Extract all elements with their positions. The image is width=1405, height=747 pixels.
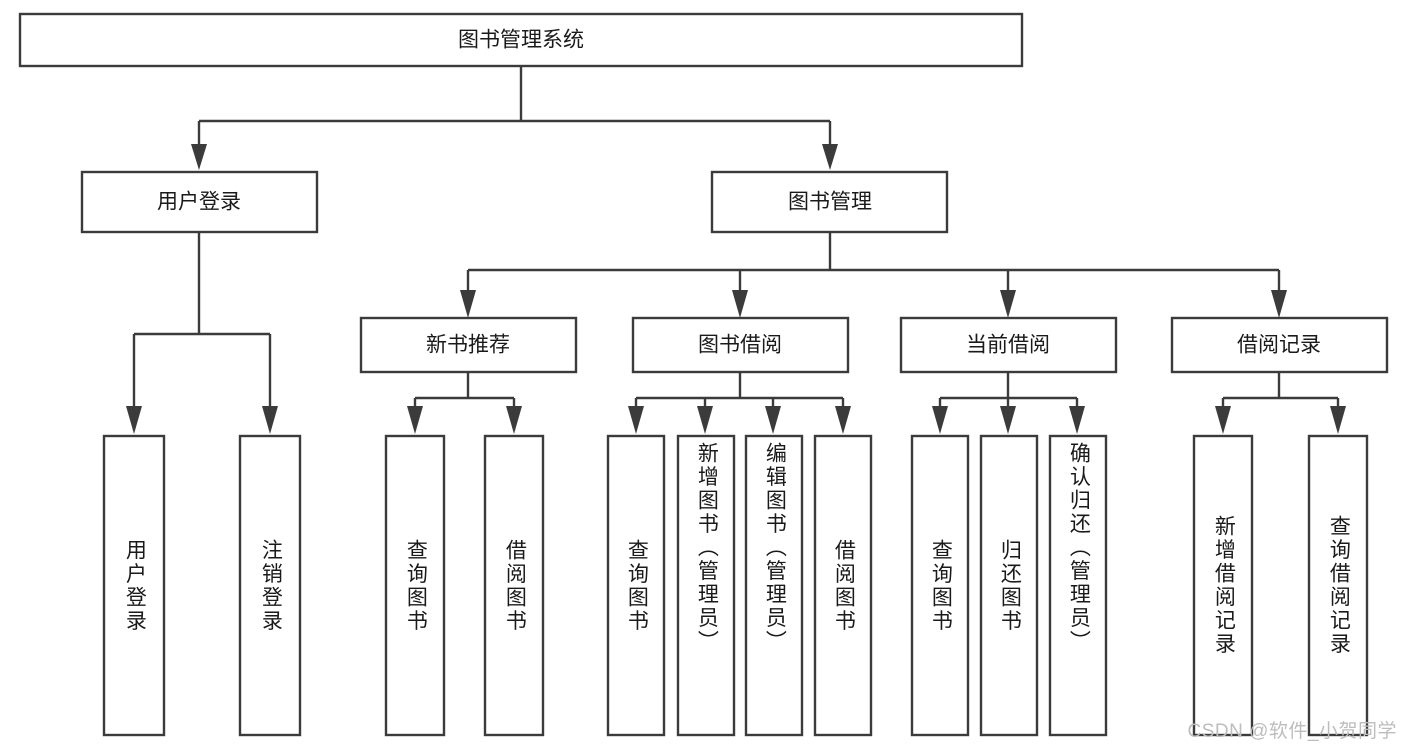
arrow-head-leaf-borrow-book-2 xyxy=(835,406,851,434)
node-book-borrow[interactable]: 图书借阅 xyxy=(631,316,850,374)
arrow-head-new-book-recommend xyxy=(460,290,476,318)
node-root-label: 图书管理系统 xyxy=(458,29,584,52)
arrow-head-leaf-add-record xyxy=(1215,406,1231,434)
node-new-book-recommend-box[interactable] xyxy=(359,316,578,374)
node-book-borrow-box[interactable] xyxy=(631,316,850,374)
connector-group-book-borrow xyxy=(628,372,851,434)
arrow-head-leaf-query-record xyxy=(1330,406,1346,434)
connector-group-new-book-recommend xyxy=(407,372,522,434)
node-book-borrow-label: 图书借阅 xyxy=(698,334,782,357)
node-root[interactable]: 图书管理系统 xyxy=(18,12,1024,68)
arrow-head-leaf-add-book xyxy=(697,406,713,434)
node-book-management-box[interactable] xyxy=(710,170,949,234)
arrow-head-leaf-query-book-1 xyxy=(407,406,423,434)
node-leaf-return-book-box[interactable] xyxy=(979,434,1039,737)
node-leaf-user-login-box[interactable] xyxy=(102,434,166,737)
connector-group-user-login xyxy=(126,232,278,434)
node-current-borrow[interactable]: 当前借阅 xyxy=(899,316,1118,374)
arrow-head-leaf-borrow-book-1 xyxy=(506,406,522,434)
node-new-book-recommend[interactable]: 新书推荐 xyxy=(359,316,578,374)
connector-group-root xyxy=(191,66,838,170)
node-root-box[interactable] xyxy=(18,12,1024,68)
node-book-management[interactable]: 图书管理 xyxy=(710,170,949,234)
node-leaf-user-logout-box[interactable] xyxy=(238,434,302,737)
connector-group-book-management xyxy=(460,232,1287,318)
node-borrow-record-box[interactable] xyxy=(1170,316,1389,374)
connector-group-borrow-record xyxy=(1215,372,1346,434)
arrow-head-current-borrow xyxy=(1000,290,1016,318)
node-leaf-query-book-1-box[interactable] xyxy=(384,434,446,737)
arrow-head-borrow-record xyxy=(1271,290,1287,318)
node-leaf-confirm-return-box[interactable] xyxy=(1048,434,1108,737)
node-leaf-borrow-book-1-box[interactable] xyxy=(483,434,545,737)
arrow-head-leaf-query-book-3 xyxy=(932,406,948,434)
node-leaf-query-book-2-box[interactable] xyxy=(606,434,666,737)
arrow-head-book-management xyxy=(822,144,838,170)
csdn-watermark: CSDN @软件_小贺同学 xyxy=(1187,721,1397,742)
node-book-management-label: 图书管理 xyxy=(788,191,872,214)
node-leaf-query-record-box[interactable] xyxy=(1307,434,1369,737)
node-leaf-borrow-book-2-box[interactable] xyxy=(813,434,873,737)
node-current-borrow-label: 当前借阅 xyxy=(966,334,1050,357)
node-new-book-recommend-label: 新书推荐 xyxy=(426,334,510,357)
arrow-head-leaf-edit-book xyxy=(765,406,781,434)
node-leaf-add-record-box[interactable] xyxy=(1192,434,1254,737)
connector-group-current-borrow xyxy=(932,372,1085,434)
node-user-login[interactable]: 用户登录 xyxy=(80,170,319,234)
arrow-head-leaf-query-book-2 xyxy=(628,406,644,434)
node-user-login-box[interactable] xyxy=(80,170,319,234)
node-current-borrow-box[interactable] xyxy=(899,316,1118,374)
arrow-head-leaf-return-book xyxy=(1000,406,1016,434)
node-borrow-record-label: 借阅记录 xyxy=(1237,334,1321,357)
node-user-login-label: 用户登录 xyxy=(157,191,241,214)
node-borrow-record[interactable]: 借阅记录 xyxy=(1170,316,1389,374)
node-leaf-edit-book-box[interactable] xyxy=(744,434,804,737)
node-leaf-add-book-box[interactable] xyxy=(676,434,736,737)
arrow-head-book-borrow xyxy=(732,290,748,318)
arrow-head-leaf-confirm-return xyxy=(1069,406,1085,434)
arrow-head-leaf-user-logout xyxy=(262,406,278,434)
node-leaf-query-book-3-box[interactable] xyxy=(910,434,970,737)
arrow-head-user-login xyxy=(191,144,207,170)
arrow-head-leaf-user-login xyxy=(126,406,142,434)
